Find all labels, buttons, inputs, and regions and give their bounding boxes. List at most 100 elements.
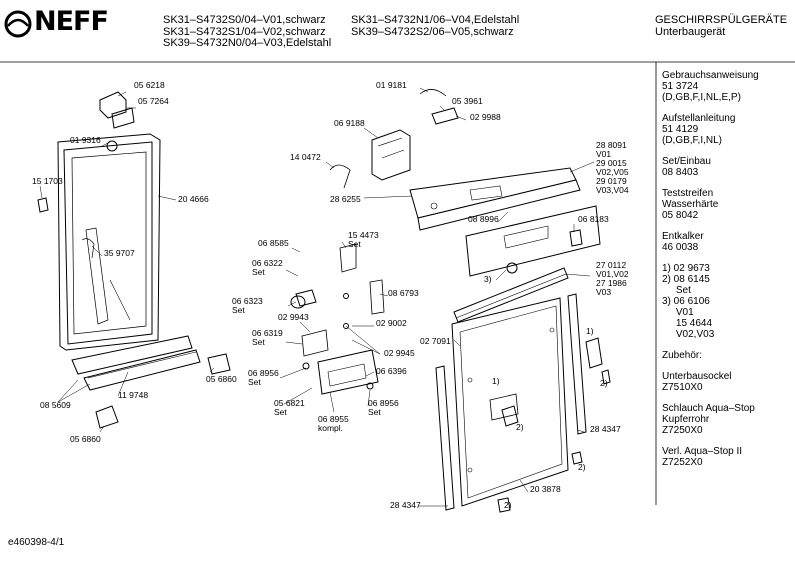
sidebar-line: Gebrauchsanweisung	[662, 70, 759, 81]
clip-bottom	[497, 497, 511, 513]
part-label-line: 08 8996	[468, 214, 499, 224]
category-line: Unterbaugerät	[655, 25, 726, 38]
wire-019181	[419, 89, 447, 97]
control-electronics	[371, 129, 411, 181]
sidebar-line: 46 0038	[662, 242, 699, 253]
part-label-line: 15 4473	[348, 230, 379, 240]
clip-056860-a	[207, 353, 231, 375]
part-label-line: 3)	[484, 274, 492, 284]
part-label-line: 08 5609	[40, 400, 71, 410]
part-label-line: Set	[248, 377, 261, 387]
part-label-line: 05 6218	[134, 80, 165, 90]
part-label-line: 11 9748	[118, 390, 148, 400]
side-strip-left	[435, 365, 455, 511]
front-panel	[465, 205, 601, 277]
part-label-line: 2)	[578, 462, 586, 472]
part-label-line: 15 1703	[32, 176, 63, 186]
sidebar-line: 1) 02 9673	[662, 263, 710, 274]
part-label-line: 2)	[516, 422, 524, 432]
part-label: 28 4347	[590, 424, 621, 434]
part-label-line: V03	[596, 287, 611, 297]
part-label: 02 9988	[470, 112, 501, 122]
part-label-line: V01,V02	[596, 269, 629, 279]
part-label: 20 3878	[530, 484, 561, 494]
part-label-line: Set	[232, 305, 245, 315]
part-label-line: 28 4347	[590, 424, 621, 434]
part-label-line: 05 6860	[206, 374, 237, 384]
part-label: 05 7264	[138, 96, 169, 106]
clip-right-a	[571, 451, 583, 465]
sidebar-line: Set/Einbau	[662, 156, 711, 167]
part-label: 02 7091	[420, 336, 451, 346]
part-label-line: 2)	[504, 500, 512, 510]
inner-door-frame	[57, 133, 161, 351]
sidebar-line: Set	[662, 285, 691, 296]
side-strip-right	[567, 293, 587, 435]
part-label: 20 4666	[178, 194, 209, 204]
model-line: SK39–S4732N0/04–V03,Edelstahl	[163, 37, 332, 49]
door-lock-assembly	[290, 243, 385, 395]
sidebar-line: Z7510X0	[662, 382, 703, 393]
model-line: SK39–S4732S2/06–V05,schwarz	[351, 25, 514, 38]
part-label-line: V02,V05	[596, 167, 629, 177]
sidebar-line: 3) 06 6106	[662, 296, 710, 307]
sidebar-line: 2) 08 6145	[662, 274, 710, 285]
sidebar-line: 05 8042	[662, 210, 699, 221]
part-label-line: 02 9943	[278, 312, 309, 322]
part-label-line: 29 0179	[596, 176, 627, 186]
part-label-line: 02 9002	[376, 318, 407, 328]
sidebar-line: Teststreifen	[662, 188, 714, 199]
part-label: 1)	[586, 326, 594, 336]
neff-logo-icon	[4, 10, 32, 38]
category-line: GESCHIRRSPÜLGERÄTE	[655, 14, 788, 26]
clip-door-inner	[501, 405, 519, 427]
part-label: 05 3961	[452, 96, 483, 106]
part-label-line: Set	[348, 239, 361, 249]
part-label: 02 9943	[278, 312, 309, 322]
part-label: 05 6860	[70, 434, 101, 444]
sidebar-line: 08 8403	[662, 167, 699, 178]
part-label: 35 9707	[104, 248, 135, 258]
part-label-line: 06 9188	[334, 118, 365, 128]
part-label-line: 1)	[492, 376, 500, 386]
part-label: 02 9002	[376, 318, 407, 328]
model-list-1: SK31–S4732S0/04–V01,schwarz SK31–S4732S1…	[163, 14, 332, 50]
plug-part	[106, 140, 118, 152]
screw-151703	[37, 197, 49, 213]
part-label: 05 6860	[206, 374, 237, 384]
clip-right-b	[601, 369, 611, 385]
bottom-strip-lower	[83, 349, 201, 391]
sidebar-line: Zubehör:	[662, 350, 703, 361]
part-label-line: 1)	[586, 326, 594, 336]
sidebar-line: 51 4129	[662, 124, 699, 135]
part-label-line: 06 8956	[368, 398, 399, 408]
part-label: 11 9748	[118, 390, 148, 400]
part-label: 06 6396	[376, 366, 407, 376]
model-line: SK31–S4732N1/06–V04,Edelstahl	[351, 14, 520, 26]
sidebar-line: Entkalker	[662, 231, 704, 242]
part-label-line: 20 3878	[530, 484, 561, 494]
part-label: 06 9188	[334, 118, 365, 128]
bottom-strip-upper	[71, 335, 193, 375]
part-label-line: 06 8955	[318, 414, 349, 424]
sidebar-line: Schlauch Aqua–Stop	[662, 403, 755, 414]
part-label-line: 01 9181	[376, 80, 407, 90]
switch-140472	[329, 164, 351, 189]
part-label-line: 28 6255	[330, 194, 361, 204]
part-label: 01 9316	[70, 135, 101, 145]
